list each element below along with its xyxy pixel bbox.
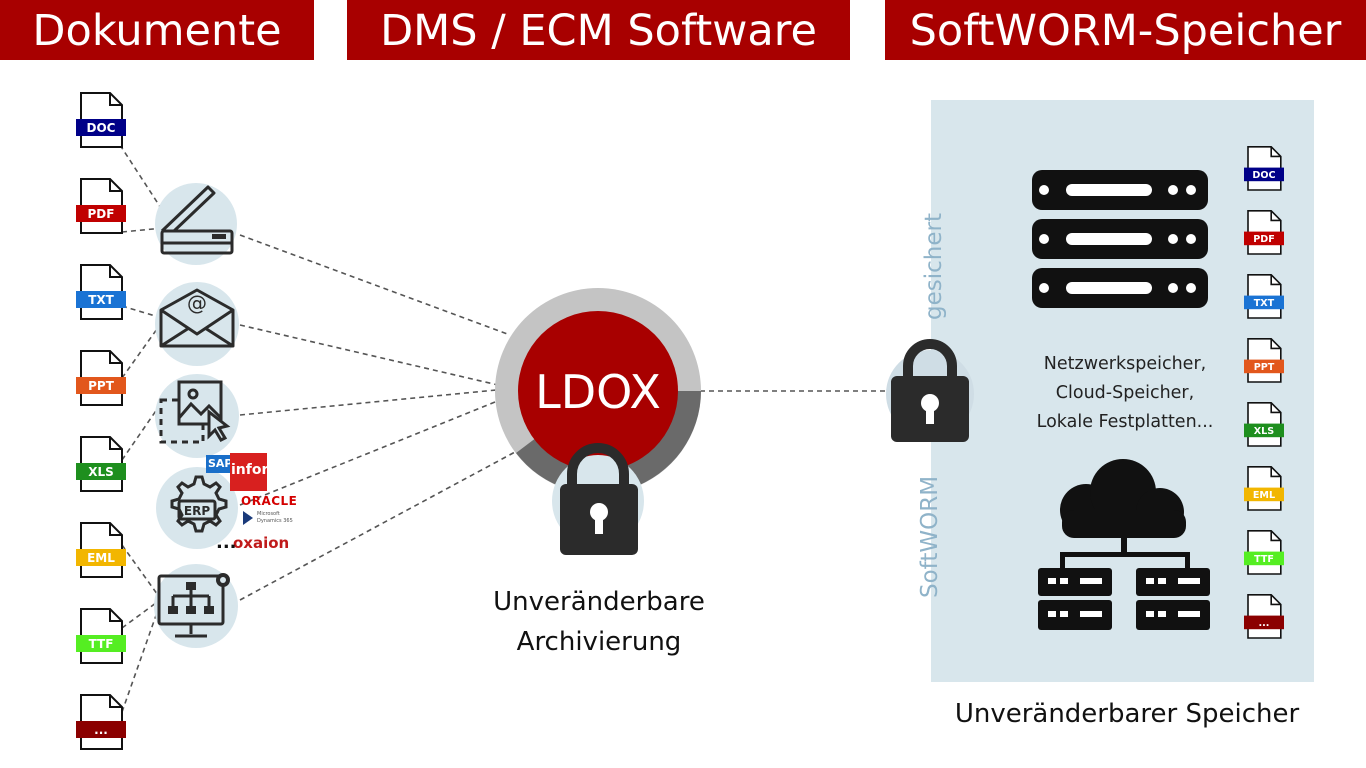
file-icon-ppt: PPT [76,350,126,406]
file-label: PDF [1253,234,1275,245]
header-dms-ecm-software: DMS / ECM Software [347,0,850,60]
file-shape-icon: PDF [1244,210,1284,255]
dynamics-mark-icon [243,511,253,525]
storage-line-network: Netzwerkspeicher, [1043,354,1207,374]
infor-logo: infor [230,453,268,491]
oxaion-logo: oxaion [233,534,290,552]
file-label: TTF [1254,554,1274,565]
file-shape-icon: XLS [1244,402,1284,447]
file-icon-doc: DOC [1244,146,1284,191]
scanner-icon [155,183,237,265]
header-dokumente: Dokumente [0,0,314,60]
gesichert-vertical-label: gesichert [921,213,947,320]
file-shape-icon: TXT [76,264,126,320]
sap-logo: SAP [206,455,233,473]
file-label: XLS [1254,426,1274,437]
file-label: PPT [1254,362,1275,373]
file-shape-icon: ... [1244,594,1284,639]
file-label: ... [1259,618,1270,629]
workflow-icon [154,564,238,648]
file-label: DOC [1252,170,1275,181]
file-shape-icon: EML [1244,466,1284,511]
file-icon-more: ... [76,694,126,750]
file-label: PPT [88,379,115,393]
more-erp-ellipsis: ... [216,532,237,553]
oracle-logo: ORACLE [241,494,298,508]
file-shape-icon: DOC [76,92,126,148]
ldox-lock-icon [560,443,638,555]
erp-icon: ERP [156,467,238,549]
storage-caption: Unveränderbarer Speicher [954,699,1300,729]
storage-types-text: Netzwerkspeicher, Cloud-Speicher, Lokale… [1020,350,1230,437]
file-icon-ttf: TTF [1244,530,1284,575]
file-shape-icon: PDF [76,178,126,234]
erp-label: ERP [184,504,210,518]
file-shape-icon: PPT [1244,338,1284,383]
file-icon-txt: TXT [1244,274,1284,319]
file-shape-icon: XLS [76,436,126,492]
ldox-label: LDOX [535,365,661,419]
file-shape-icon: DOC [1244,146,1284,191]
file-shape-icon: PPT [76,350,126,406]
file-shape-icon: ... [76,694,126,750]
file-label: ... [94,723,108,737]
file-label: XLS [88,465,114,479]
file-label: TXT [88,293,114,307]
file-icon-xls: XLS [1244,402,1284,447]
file-icon-ppt: PPT [1244,338,1284,383]
at-symbol: @ [187,291,207,315]
storage-line-local: Lokale Festplatten... [1036,412,1214,432]
file-icon-eml: EML [1244,466,1284,511]
storage-lock-icon [886,339,974,442]
file-icon-pdf: PDF [76,178,126,234]
file-label: TTF [89,637,114,651]
file-icon-ttf: TTF [76,608,126,664]
cloud-network-icon [1038,459,1210,630]
storage-line-cloud: Cloud-Speicher, [1055,383,1195,403]
file-icon-doc: DOC [76,92,126,148]
file-shape-icon: TTF [76,608,126,664]
file-label: PDF [88,207,115,221]
image-capture-icon [155,374,239,458]
server-rack-icon [1032,170,1208,308]
file-icon-more: ... [1244,594,1284,639]
file-label: DOC [87,121,116,135]
file-label: EML [1253,490,1275,501]
file-icon-pdf: PDF [1244,210,1284,255]
file-shape-icon: TTF [1244,530,1284,575]
file-icon-eml: EML [76,522,126,578]
file-shape-icon: EML [76,522,126,578]
header-softworm-speicher: SoftWORM-Speicher [885,0,1366,60]
file-icon-xls: XLS [76,436,126,492]
ldox-caption-line2: Archivierung [516,627,682,657]
file-icon-txt: TXT [76,264,126,320]
file-shape-icon: TXT [1244,274,1284,319]
file-label: EML [87,551,115,565]
ldox-caption-line1: Unveränderbare [493,587,705,617]
email-icon: @ [155,282,239,366]
ldox-archive-node: LDOX [495,288,701,555]
file-label: TXT [1254,298,1275,309]
softworm-vertical-label: SoftWORM [917,475,943,598]
